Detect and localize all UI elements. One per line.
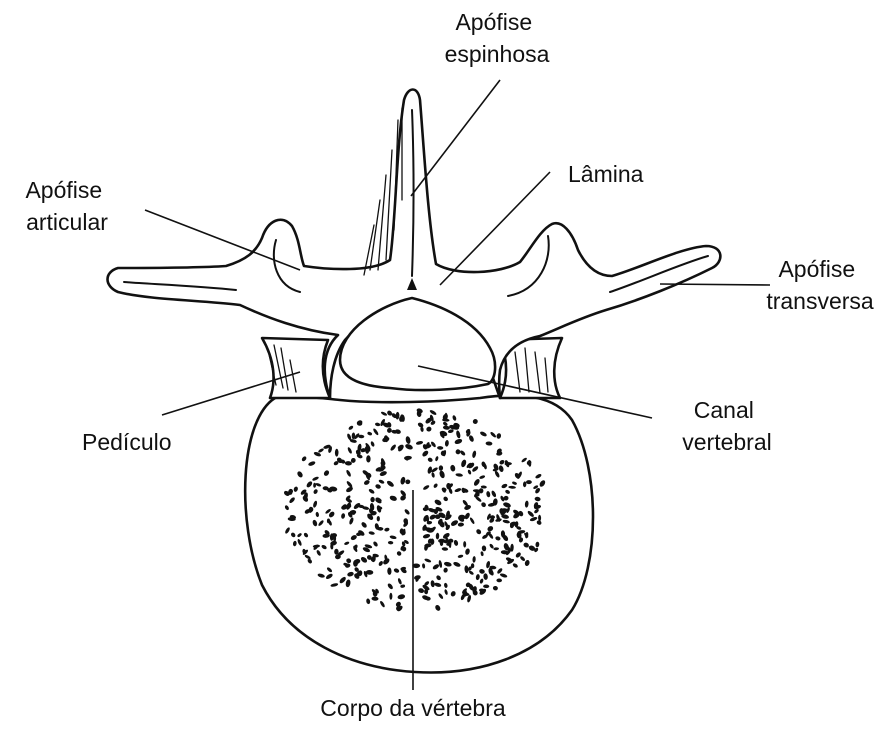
label-apofise-espinhosa: Apófise espinhosa: [445, 9, 550, 67]
bone-dot: [526, 480, 532, 484]
label-corpo-vertebra: Corpo da vértebra: [320, 695, 506, 721]
bone-dot: [370, 497, 374, 502]
leader-apofise-transversa: [660, 284, 770, 285]
leader-apofise-espinhosa: [411, 80, 500, 196]
bone-dot: [327, 519, 330, 524]
bone-dot: [389, 593, 392, 600]
label-apofise-articular: Apófise articular: [25, 177, 108, 235]
label-apofise-transversa: Apófise transversa: [766, 256, 874, 314]
bone-dot: [366, 455, 370, 462]
label-pediculo: Pedículo: [82, 429, 172, 455]
posterior-arch: [108, 90, 721, 399]
label-canal-vertebral: Canal vertebral: [682, 397, 771, 455]
label-lamina: Lâmina: [568, 161, 644, 187]
bone-dot: [334, 549, 338, 555]
vertebral-body: [245, 395, 593, 672]
bone-dot: [377, 516, 380, 521]
